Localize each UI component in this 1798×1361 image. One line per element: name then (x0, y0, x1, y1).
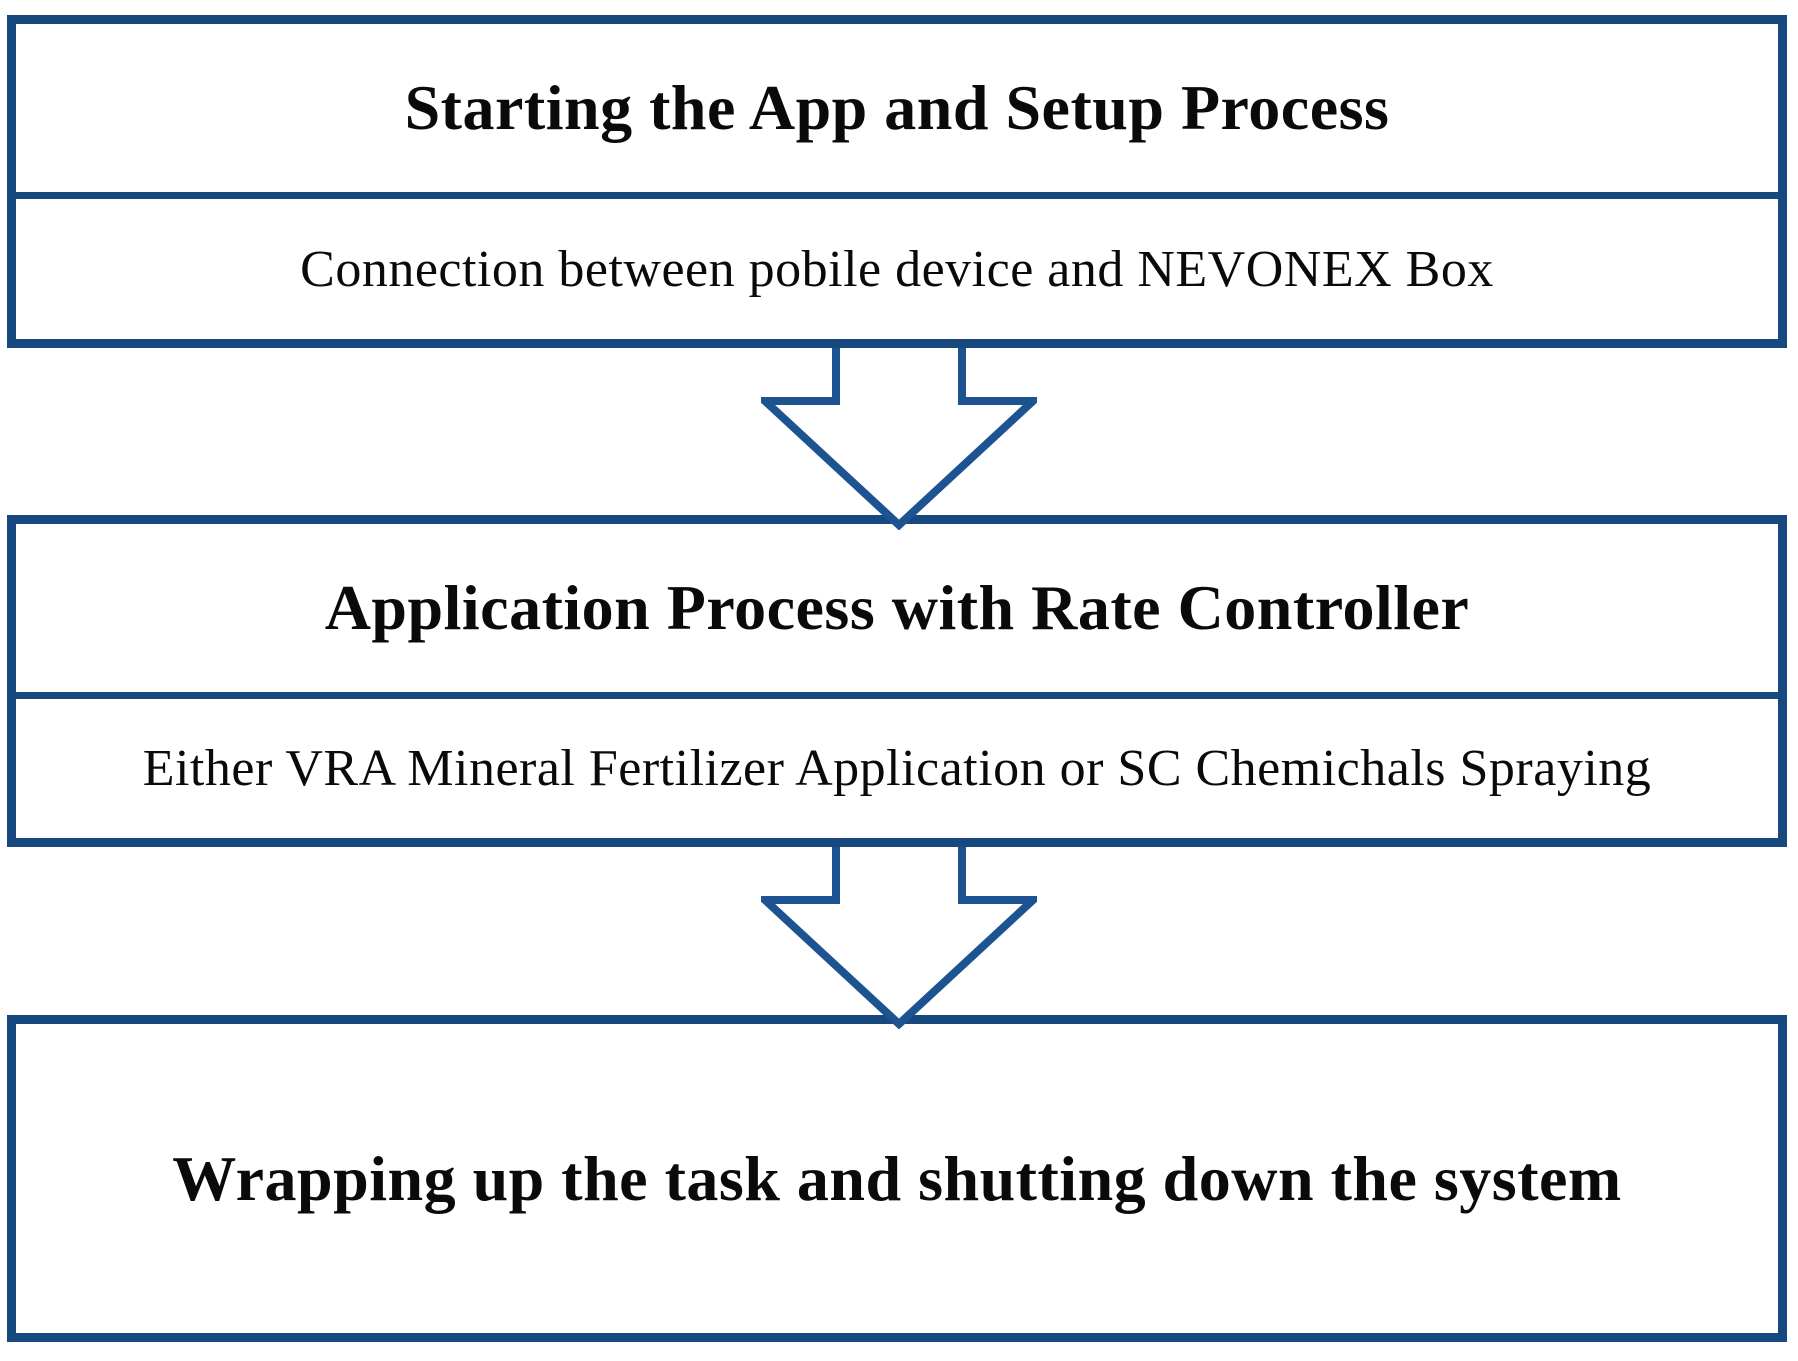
flow-step-3-title: Wrapping up the task and shutting down t… (172, 1142, 1622, 1214)
flow-step-1-detail: Connection between pobile device and NEV… (16, 199, 1778, 339)
flow-step-1-header: Starting the App and Setup Process (16, 24, 1778, 199)
flow-step-3-header: Wrapping up the task and shutting down t… (16, 1024, 1778, 1333)
flow-step-1-subtitle: Connection between pobile device and NEV… (300, 240, 1494, 298)
flow-step-2: Application Process with Rate Controller… (7, 515, 1787, 847)
flow-step-2-header: Application Process with Rate Controller (16, 524, 1778, 699)
flow-step-1: Starting the App and Setup Process Conne… (7, 15, 1787, 348)
down-arrow-icon (761, 847, 1037, 1029)
down-arrow-icon (761, 348, 1037, 530)
flow-step-3: Wrapping up the task and shutting down t… (7, 1015, 1787, 1342)
flow-step-2-title: Application Process with Rate Controller (324, 572, 1470, 643)
flow-step-2-detail: Either VRA Mineral Fertilizer Applicatio… (16, 699, 1778, 838)
flow-step-2-subtitle: Either VRA Mineral Fertilizer Applicatio… (142, 740, 1652, 797)
flow-step-1-title: Starting the App and Setup Process (404, 72, 1390, 143)
